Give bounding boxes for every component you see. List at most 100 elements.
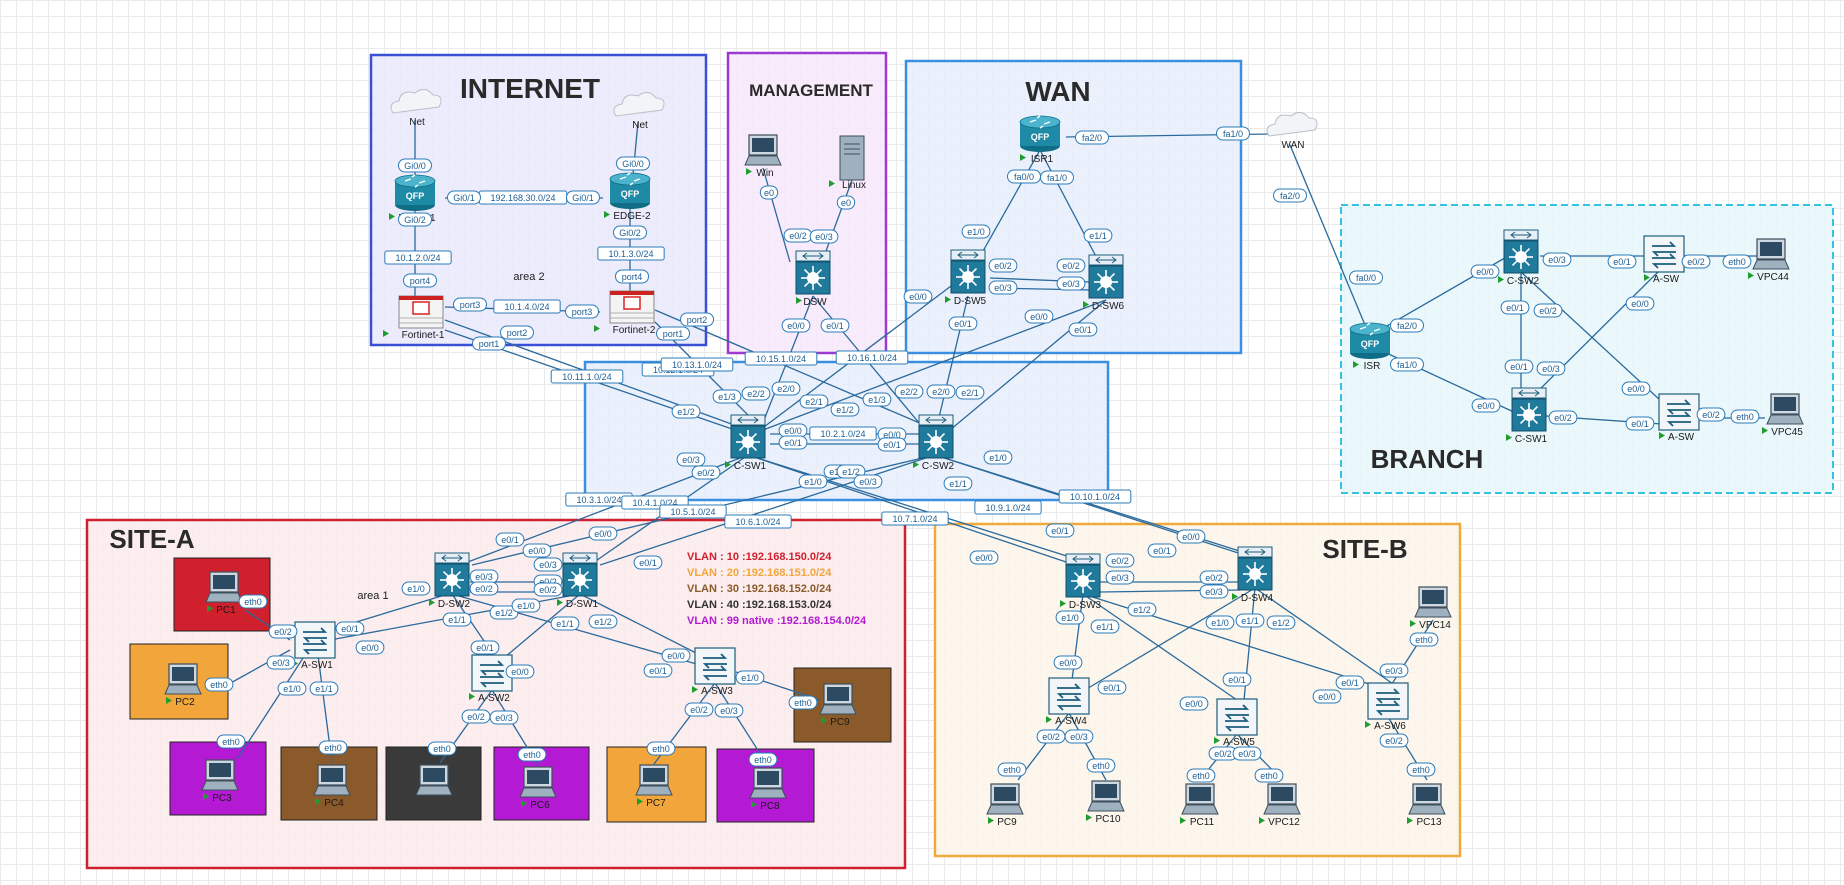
- node-pc2[interactable]: PC2: [164, 663, 202, 708]
- svg-text:e0/1: e0/1: [1341, 678, 1359, 688]
- node-vpc14[interactable]: VPC14: [1410, 586, 1452, 631]
- svg-text:e1/2: e1/2: [842, 467, 860, 477]
- svg-text:e1/2: e1/2: [836, 405, 854, 415]
- port-label: fa1/0: [1216, 126, 1250, 141]
- node-pc9b[interactable]: PC9: [986, 783, 1024, 828]
- svg-text:e0/0: e0/0: [1185, 699, 1203, 709]
- svg-text:e0/2: e0/2: [475, 584, 493, 594]
- port-label: e0/3: [1379, 663, 1409, 678]
- node-net2[interactable]: Net: [613, 92, 665, 131]
- l3-switch-icon: [918, 414, 954, 459]
- port-label: e1/2: [588, 614, 618, 629]
- node-fg2[interactable]: Fortinet-2: [594, 290, 656, 336]
- svg-text:fa1/0: fa1/0: [1223, 129, 1243, 139]
- node-vpc44[interactable]: VPC44: [1748, 238, 1790, 283]
- node-vpc45[interactable]: VPC45: [1762, 393, 1804, 438]
- svg-text:e1/2: e1/2: [594, 617, 612, 627]
- node-bcsw1[interactable]: C-SW1: [1506, 387, 1548, 445]
- port-label: e0/2: [1548, 410, 1578, 425]
- svg-text:e0/2: e0/2: [697, 468, 715, 478]
- node-pc1[interactable]: PC1: [205, 571, 243, 616]
- cloud-icon: [613, 92, 665, 117]
- node-pc6[interactable]: PC6: [519, 766, 557, 811]
- port-label: eth0: [1186, 768, 1216, 783]
- svg-text:e0/1: e0/1: [954, 319, 972, 329]
- svg-text:e0/0: e0/0: [1627, 384, 1645, 394]
- svg-text:e0/0: e0/0: [528, 546, 546, 556]
- port-label: e0/3: [489, 710, 519, 725]
- link: [1387, 619, 1434, 691]
- svg-text:10.2.1.0/24: 10.2.1.0/24: [820, 429, 865, 439]
- port-label: e0/0: [1470, 264, 1500, 279]
- svg-text:QFP: QFP: [1361, 339, 1380, 349]
- port-label: e1/2: [1127, 602, 1157, 617]
- firewall-icon: [398, 295, 444, 329]
- node-basw1[interactable]: A-SW: [1643, 235, 1685, 285]
- node-asw4[interactable]: A-SW4: [1046, 677, 1090, 727]
- node-net1[interactable]: Net: [390, 89, 442, 128]
- node-dsw[interactable]: DSW: [795, 250, 831, 308]
- node-dsw1[interactable]: D-SW1: [557, 552, 599, 610]
- node-dsw6[interactable]: D-SW6: [1083, 254, 1125, 312]
- node-asw6[interactable]: A-SW6: [1365, 682, 1409, 732]
- l3-switch-icon: [434, 552, 470, 597]
- svg-text:e0/1: e0/1: [826, 321, 844, 331]
- node-label: DSW: [803, 297, 827, 308]
- node-pc5[interactable]: [415, 764, 453, 796]
- port-label: e0/0: [1312, 689, 1342, 704]
- node-pc10[interactable]: PC10: [1086, 780, 1125, 825]
- node-pc4[interactable]: PC4: [313, 764, 351, 809]
- pc-icon: [1408, 783, 1446, 815]
- link: [654, 309, 937, 431]
- svg-text:e1/1: e1/1: [556, 619, 574, 629]
- node-csw1[interactable]: C-SW1: [725, 414, 767, 472]
- svg-text:eth0: eth0: [324, 743, 342, 753]
- node-label: D-SW6: [1092, 301, 1125, 312]
- pc-icon: [201, 759, 239, 791]
- port-label: e0/3: [1536, 361, 1566, 376]
- svg-text:eth0: eth0: [1412, 765, 1430, 775]
- node-asw3[interactable]: A-SW3: [692, 647, 736, 697]
- svg-text:e2/0: e2/0: [777, 384, 795, 394]
- node-pc9a[interactable]: PC9: [819, 683, 857, 728]
- subnet-label: 10.1.3.0/24: [597, 246, 665, 261]
- node-fg1[interactable]: Fortinet-1: [383, 295, 445, 341]
- port-label: e0/1: [1147, 543, 1177, 558]
- node-dsw3[interactable]: D-SW3: [1060, 553, 1102, 611]
- node-dsw4[interactable]: D-SW4: [1232, 546, 1274, 604]
- node-win[interactable]: Win: [744, 134, 782, 179]
- node-dsw2[interactable]: D-SW2: [429, 552, 471, 610]
- node-pc11[interactable]: PC11: [1180, 783, 1219, 828]
- node-wan[interactable]: WAN: [1266, 112, 1318, 151]
- node-label: PC3: [212, 793, 232, 804]
- port-label: e0/1: [470, 640, 500, 655]
- node-pc7[interactable]: PC7: [635, 764, 673, 809]
- node-pc8[interactable]: PC8: [749, 767, 787, 812]
- node-linux[interactable]: Linux: [829, 135, 866, 191]
- node-csw2[interactable]: C-SW2: [913, 414, 955, 472]
- node-bcsw2[interactable]: C-SW2: [1498, 229, 1540, 287]
- pc-icon: [1263, 783, 1301, 815]
- node-asw1[interactable]: A-SW1: [292, 621, 336, 671]
- node-dsw5[interactable]: D-SW5: [945, 249, 987, 307]
- port-label: e0/2: [1681, 254, 1711, 269]
- svg-text:10.1.2.0/24: 10.1.2.0/24: [395, 253, 440, 263]
- node-pc3[interactable]: PC3: [201, 759, 239, 804]
- port-label: port1: [656, 326, 690, 341]
- svg-text:e0/3: e0/3: [1070, 732, 1088, 742]
- node-pc13[interactable]: PC13: [1407, 783, 1446, 828]
- svg-text:10.3.1.0/24: 10.3.1.0/24: [576, 495, 621, 505]
- node-asw2[interactable]: A-SW2: [469, 654, 513, 704]
- svg-text:e1/2: e1/2: [1133, 605, 1151, 615]
- node-vpc12[interactable]: VPC12: [1259, 783, 1301, 828]
- l3-switch-icon: [1088, 254, 1124, 299]
- svg-text:e0/2: e0/2: [994, 261, 1012, 271]
- svg-text:port3: port3: [572, 307, 593, 317]
- svg-text:e0/2: e0/2: [1062, 261, 1080, 271]
- port-label: e2/0: [771, 381, 801, 396]
- node-asw5[interactable]: A-SW5: [1214, 698, 1258, 748]
